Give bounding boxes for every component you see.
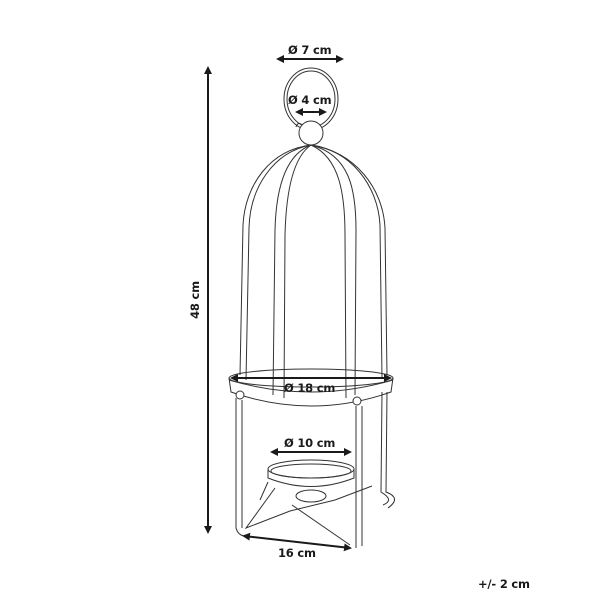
cage-bars — [239, 144, 388, 399]
top-knob — [298, 120, 324, 146]
candle-holder — [244, 459, 373, 546]
body-band — [228, 368, 394, 407]
height-label: 48 cm — [187, 281, 202, 319]
base-dimension-line — [242, 532, 352, 552]
candle-holder-diameter-label: Ø 10 cm — [284, 436, 336, 450]
tolerance-label: +/- 2 cm — [478, 577, 530, 591]
ring-outer-diameter-label: Ø 7 cm — [288, 43, 332, 57]
base-width-label: 16 cm — [278, 546, 316, 560]
ring-inner-diameter-label: Ø 4 cm — [288, 93, 332, 107]
lower-frame — [235, 391, 395, 548]
body-diameter-label: Ø 18 cm — [284, 381, 336, 395]
